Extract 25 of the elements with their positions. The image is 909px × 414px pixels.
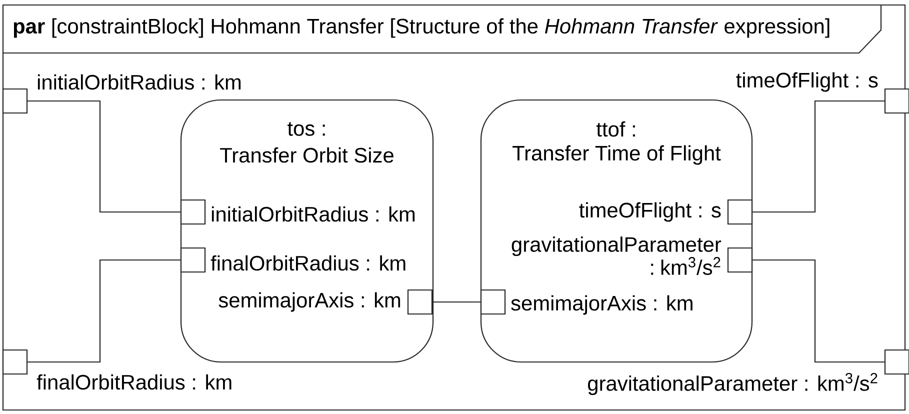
port-label: finalOrbitRadius : km bbox=[36, 374, 232, 390]
port-label: finalOrbitRadius : km bbox=[210, 255, 406, 271]
port-label: gravitationalParameter : km$^{3}$/s$^{2}$ bbox=[512, 236, 722, 275]
port-square bbox=[884, 349, 909, 375]
port-square bbox=[180, 247, 206, 273]
port-label: initialOrbitRadius : km bbox=[38, 74, 241, 90]
port-square bbox=[407, 289, 433, 315]
port-square bbox=[727, 199, 753, 225]
port-square bbox=[180, 199, 206, 225]
port-label: gravitationalParameter : km$^{3}$/s$^{2}$ bbox=[588, 372, 878, 396]
connector-line bbox=[752, 100, 884, 213]
port-square bbox=[2, 88, 28, 114]
port-square bbox=[727, 247, 753, 273]
port-label: timeOfFlight : s bbox=[736, 72, 878, 92]
port-square bbox=[884, 88, 909, 114]
port-label: semimajorAxis : km bbox=[511, 295, 692, 315]
connector-line bbox=[752, 259, 884, 363]
port-label: initialOrbitRadius : km bbox=[212, 206, 415, 222]
connector-line bbox=[432, 301, 480, 303]
connector-line bbox=[28, 259, 180, 363]
connector-line bbox=[28, 100, 180, 213]
port-label: timeOfFlight : s bbox=[579, 202, 721, 222]
port-square bbox=[480, 289, 506, 315]
port-label: semimajorAxis : km bbox=[218, 292, 400, 312]
port-square bbox=[2, 349, 28, 375]
